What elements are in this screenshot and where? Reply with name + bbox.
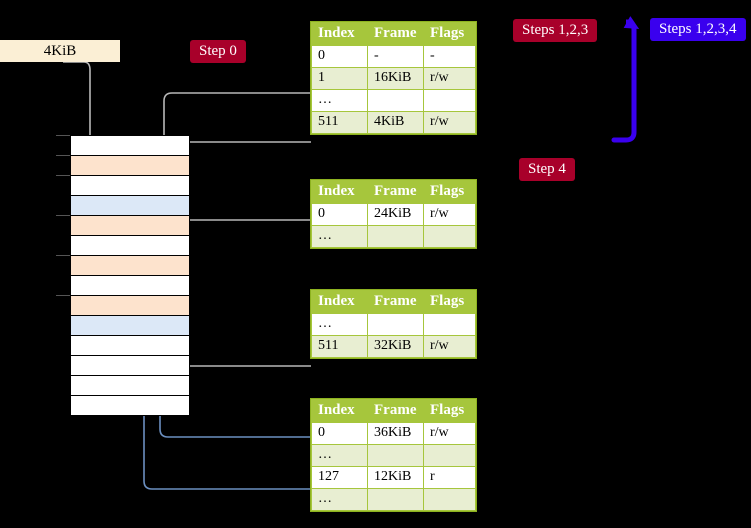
header-flags: Flags	[423, 22, 476, 46]
header-flags: Flags	[423, 180, 476, 204]
memory-frame-row	[70, 395, 190, 416]
memory-frame-row	[70, 235, 190, 256]
header-frame: Frame	[367, 399, 424, 423]
cell-flags: r/w	[423, 422, 476, 445]
table-header-row: Index Frame Flags	[311, 180, 476, 204]
cell-flags	[423, 89, 476, 112]
cell-flags	[423, 225, 476, 248]
header-index: Index	[311, 22, 368, 46]
memory-frame-row	[70, 135, 190, 156]
cell-frame: 4KiB	[367, 111, 424, 134]
header-flags: Flags	[423, 399, 476, 423]
cell-frame: -	[367, 45, 424, 68]
memory-frame-tick	[56, 295, 70, 296]
memory-frame-row	[70, 255, 190, 276]
table-row: …	[311, 225, 476, 248]
memory-frame-row	[70, 295, 190, 316]
header-frame: Frame	[367, 180, 424, 204]
cell-flags: r/w	[423, 67, 476, 90]
wire-pdpt-row0-to-memory	[179, 219, 311, 268]
table-row: …	[311, 89, 476, 112]
memory-frame-tick	[56, 255, 70, 256]
step-4-badge: Step 4	[519, 158, 575, 181]
cell-index: 511	[311, 335, 368, 358]
cell-frame: 24KiB	[367, 203, 424, 226]
cell-flags: -	[423, 45, 476, 68]
memory-frame-row	[70, 215, 190, 236]
memory-frame-row	[70, 275, 190, 296]
table-header-row: Index Frame Flags	[311, 22, 476, 46]
memory-frame-row	[70, 355, 190, 376]
steps-123-badge: Steps 1,2,3	[513, 19, 598, 42]
cell-index: 1	[311, 67, 368, 90]
header-index: Index	[311, 290, 368, 314]
memory-frame-tick	[56, 155, 70, 156]
cell-frame: 32KiB	[367, 335, 424, 358]
cell-flags	[423, 488, 476, 511]
cell-frame	[367, 313, 424, 336]
cell-index: 127	[311, 466, 368, 489]
memory-frame-row	[70, 315, 190, 336]
cell-frame: 36KiB	[367, 422, 424, 445]
memory-frame-row	[70, 175, 190, 196]
memory-frame-row	[70, 375, 190, 396]
header-flags: Flags	[423, 290, 476, 314]
cell-flags: r/w	[423, 203, 476, 226]
cell-flags: r/w	[423, 111, 476, 134]
memory-frame-row	[70, 195, 190, 216]
cell-index: 0	[311, 45, 368, 68]
cell-frame: 12KiB	[367, 466, 424, 489]
table-row: …	[311, 313, 476, 336]
wire-pd-row511-to-memory	[174, 304, 311, 367]
cell-index: …	[311, 225, 368, 248]
header-frame: Frame	[367, 22, 424, 46]
cell-index: …	[311, 488, 368, 511]
table-row: …	[311, 444, 476, 467]
cell-frame	[367, 225, 424, 248]
cell-index: 0	[311, 422, 368, 445]
steps-flow-arrow	[611, 16, 640, 143]
memory-frame-row	[70, 335, 190, 356]
memory-frame-tick	[56, 175, 70, 176]
memory-frame-row	[70, 155, 190, 176]
cell-frame	[367, 488, 424, 511]
memory-size-label: 4KiB	[0, 40, 120, 62]
cell-flags	[423, 444, 476, 467]
wire-pml4-row511-to-memory	[171, 141, 311, 170]
table-header-row: Index Frame Flags	[311, 290, 476, 314]
table-row: 0--	[311, 45, 476, 68]
cell-flags: r/w	[423, 335, 476, 358]
memory-frame-tick	[56, 215, 70, 216]
cell-index: …	[311, 313, 368, 336]
cell-frame	[367, 89, 424, 112]
header-index: Index	[311, 399, 368, 423]
memory-frame-tick	[56, 135, 70, 136]
physical-memory-column	[56, 135, 190, 416]
cell-index: 0	[311, 203, 368, 226]
cell-frame	[367, 444, 424, 467]
table-header-row: Index Frame Flags	[311, 399, 476, 423]
step-0-badge: Step 0	[190, 40, 246, 63]
table-row: …	[311, 488, 476, 511]
cell-index: 511	[311, 111, 368, 134]
cell-index: …	[311, 444, 368, 467]
header-frame: Frame	[367, 290, 424, 314]
cell-frame: 16KiB	[367, 67, 424, 90]
cell-flags: r	[423, 466, 476, 489]
cell-index: …	[311, 89, 368, 112]
steps-1234-badge: Steps 1,2,3,4	[650, 18, 746, 41]
cell-flags	[423, 313, 476, 336]
header-index: Index	[311, 180, 368, 204]
